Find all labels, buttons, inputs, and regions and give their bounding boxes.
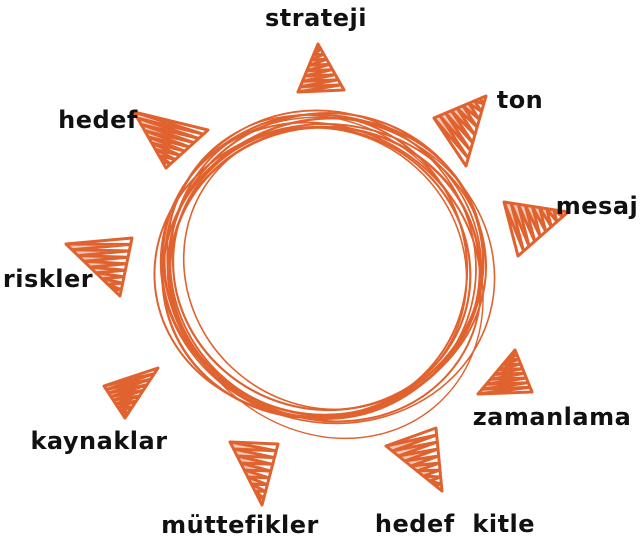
label-hedef: hedef bbox=[58, 106, 138, 134]
ray-strateji bbox=[298, 44, 344, 92]
ray-zamanlama bbox=[478, 350, 532, 394]
circle-stroke bbox=[142, 94, 501, 436]
label-hedef-kitle: hedef kitle bbox=[375, 510, 535, 538]
ray-hedef bbox=[134, 112, 208, 168]
ray-hedef-kitle bbox=[386, 428, 442, 491]
ray-muttefikler bbox=[230, 442, 278, 505]
label-mesaj: mesaj bbox=[556, 192, 639, 220]
label-riskler: riskler bbox=[3, 265, 93, 293]
label-muttefikler: müttefikler bbox=[161, 511, 319, 539]
label-zamanlama: zamanlama bbox=[473, 403, 632, 431]
label-kaynaklar: kaynaklar bbox=[30, 427, 167, 455]
ray-kaynaklar bbox=[104, 368, 158, 418]
label-strateji: strateji bbox=[265, 4, 367, 32]
label-ton: ton bbox=[497, 86, 544, 114]
ray-ton bbox=[434, 96, 486, 166]
